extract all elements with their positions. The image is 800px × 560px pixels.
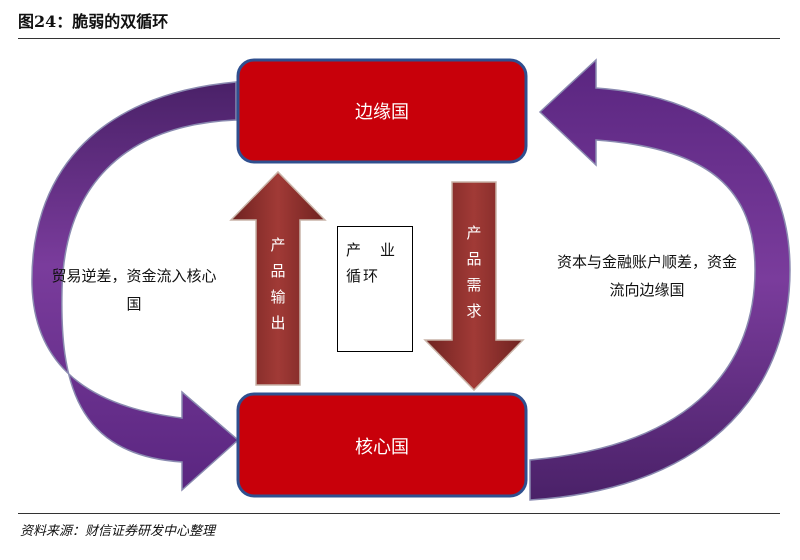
up-arrow	[229, 170, 327, 386]
right-flow-text: 资本与金融账户顺差，资金流向边缘国	[556, 253, 737, 299]
title-divider	[18, 38, 780, 39]
down-arrow-label: 产品需求	[466, 224, 482, 320]
figure-title: 图24：脆弱的双循环	[18, 12, 169, 31]
source-note: 资料来源：财信证券研发中心整理	[20, 524, 216, 539]
down-arrow	[423, 181, 525, 392]
up-arrow-label: 产品输出	[270, 236, 286, 332]
core-label: 核心国	[355, 437, 409, 458]
periphery-box	[236, 58, 528, 164]
left-curved-arrow	[31, 81, 240, 492]
right-curved-arrow	[529, 58, 791, 501]
core-box	[236, 392, 528, 498]
periphery-label: 边缘国	[355, 102, 409, 123]
left-flow-text: 贸易逆差，资金流入核心国	[51, 267, 217, 313]
source-divider	[18, 513, 780, 514]
industry-cycle-box: 产 业循环	[337, 226, 413, 352]
